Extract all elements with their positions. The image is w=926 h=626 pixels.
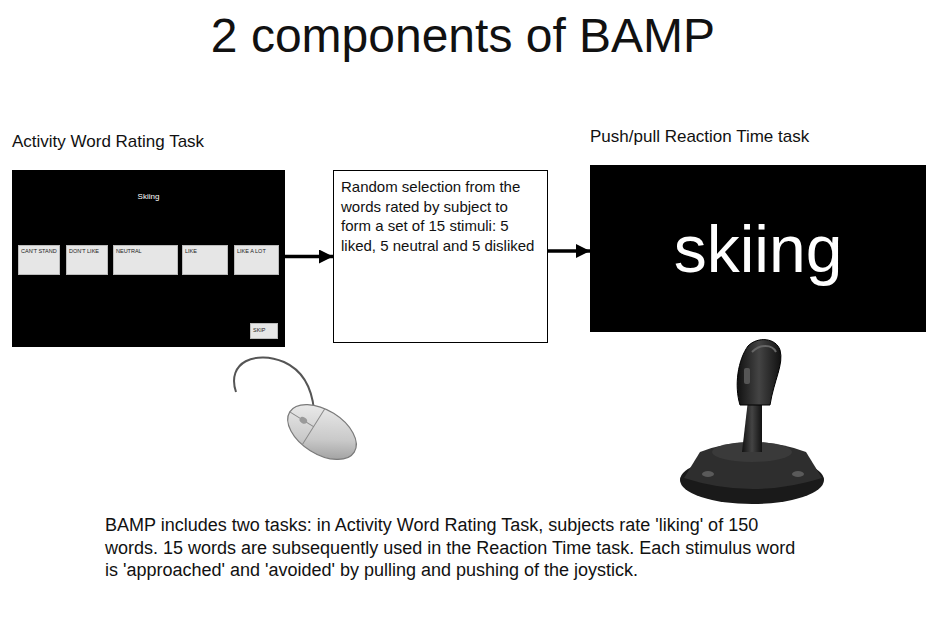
stimulus-word: skiing bbox=[590, 216, 926, 282]
rating-button: NEUTRAL bbox=[113, 245, 178, 275]
button-label: LIKE bbox=[185, 248, 225, 254]
flow-arrow bbox=[548, 249, 590, 253]
button-label: LIKE A LOT bbox=[237, 248, 276, 254]
caption-text: BAMP includes two tasks: in Activity Wor… bbox=[105, 514, 805, 582]
process-box: Random selection from the words rated by… bbox=[333, 170, 548, 343]
rating-button: CAN'T STAND bbox=[18, 245, 60, 275]
rating-button: DON'T LIKE bbox=[66, 245, 108, 275]
rating-screen: Activity Word Rating TaskSkiingCAN'T STA… bbox=[12, 170, 285, 347]
task-heading: Push/pull Reaction Time task bbox=[590, 127, 809, 147]
process-text: Random selection from the words rated by… bbox=[341, 177, 540, 255]
button-label: CAN'T STAND bbox=[21, 248, 57, 254]
diagram-title: 2 components of BAMP bbox=[0, 8, 926, 63]
rating-button: LIKE A LOT bbox=[234, 245, 279, 275]
skip-button: SKIP bbox=[250, 323, 278, 339]
button-label: NEUTRAL bbox=[116, 248, 175, 254]
reaction-screen: Push/pull Reaction Time taskskiing bbox=[590, 165, 926, 332]
stimulus-word: Skiing bbox=[12, 192, 285, 201]
mouse-illustration bbox=[234, 357, 366, 470]
joystick-illustration bbox=[680, 340, 824, 504]
flow-arrow bbox=[285, 255, 333, 259]
button-label: DON'T LIKE bbox=[69, 248, 105, 254]
button-label: SKIP bbox=[253, 327, 275, 333]
task-heading: Activity Word Rating Task bbox=[12, 132, 204, 152]
rating-button: LIKE bbox=[182, 245, 228, 275]
